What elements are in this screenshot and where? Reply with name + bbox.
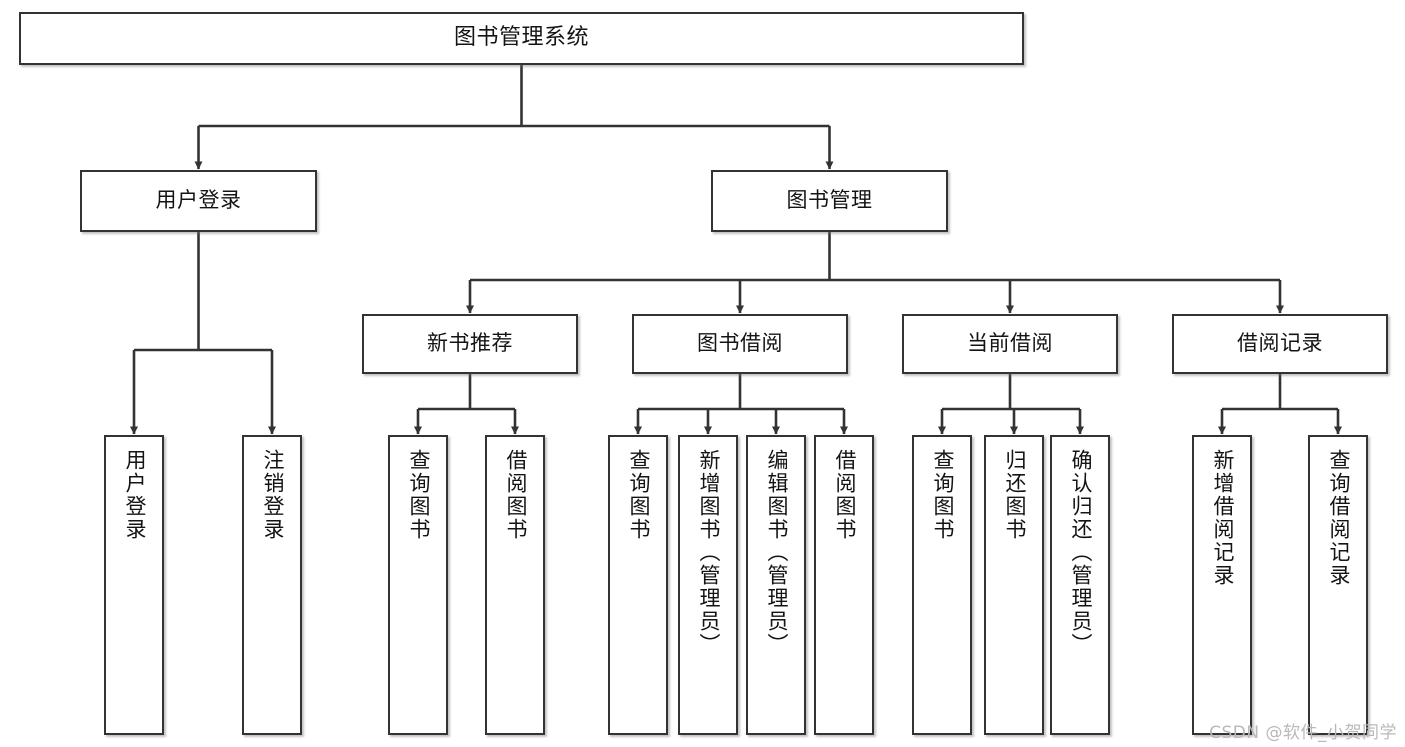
- node-label-user-login: 用户登录: [155, 188, 242, 213]
- node-label-new-book-rec: 新书推荐: [427, 331, 513, 356]
- node-label-book-borrow: 图书借阅: [697, 331, 783, 356]
- node-new-book-rec[interactable]: 新书推荐: [362, 314, 578, 374]
- node-label-leaf-query-3: 查询图书: [930, 449, 955, 541]
- node-label-leaf-add-rec: 新增借阅记录: [1210, 449, 1235, 587]
- node-label-leaf-query-rec: 查询借阅记录: [1326, 449, 1351, 587]
- node-leaf-confirm[interactable]: 确认归还（管理员）: [1050, 435, 1110, 735]
- node-label-book-manage: 图书管理: [786, 188, 873, 213]
- node-book-manage[interactable]: 图书管理: [711, 170, 948, 232]
- node-current-borrow[interactable]: 当前借阅: [902, 314, 1118, 374]
- node-label-leaf-logout: 注销登录: [260, 449, 285, 541]
- node-leaf-user-login[interactable]: 用户登录: [104, 435, 164, 735]
- node-label-leaf-borrow-1: 借阅图书: [503, 449, 528, 541]
- node-label-leaf-return: 归还图书: [1002, 449, 1027, 541]
- node-label-leaf-add-book: 新增图书（管理员）: [696, 449, 721, 656]
- node-leaf-borrow-1[interactable]: 借阅图书: [485, 435, 545, 735]
- node-leaf-query-2[interactable]: 查询图书: [608, 435, 668, 735]
- node-label-leaf-user-login: 用户登录: [122, 449, 147, 541]
- node-label-borrow-record: 借阅记录: [1237, 331, 1323, 356]
- node-root[interactable]: 图书管理系统: [19, 12, 1024, 65]
- node-leaf-borrow-2[interactable]: 借阅图书: [814, 435, 874, 735]
- csdn-watermark: CSDN @软件_小贺同学: [1209, 723, 1397, 743]
- node-leaf-add-rec[interactable]: 新增借阅记录: [1192, 435, 1252, 735]
- node-label-leaf-query-2: 查询图书: [626, 449, 651, 541]
- node-label-leaf-edit-book: 编辑图书（管理员）: [764, 449, 789, 656]
- node-leaf-query-1[interactable]: 查询图书: [388, 435, 448, 735]
- node-label-root: 图书管理系统: [453, 25, 589, 51]
- node-leaf-return[interactable]: 归还图书: [984, 435, 1044, 735]
- node-leaf-edit-book[interactable]: 编辑图书（管理员）: [746, 435, 806, 735]
- node-leaf-query-3[interactable]: 查询图书: [912, 435, 972, 735]
- node-borrow-record[interactable]: 借阅记录: [1172, 314, 1388, 374]
- node-leaf-add-book[interactable]: 新增图书（管理员）: [678, 435, 738, 735]
- node-leaf-query-rec[interactable]: 查询借阅记录: [1308, 435, 1368, 735]
- node-book-borrow[interactable]: 图书借阅: [632, 314, 848, 374]
- node-label-leaf-borrow-2: 借阅图书: [832, 449, 857, 541]
- node-leaf-logout[interactable]: 注销登录: [242, 435, 302, 735]
- node-label-current-borrow: 当前借阅: [967, 331, 1053, 356]
- node-label-leaf-query-1: 查询图书: [406, 449, 431, 541]
- node-user-login[interactable]: 用户登录: [80, 170, 317, 232]
- node-label-leaf-confirm: 确认归还（管理员）: [1068, 449, 1093, 656]
